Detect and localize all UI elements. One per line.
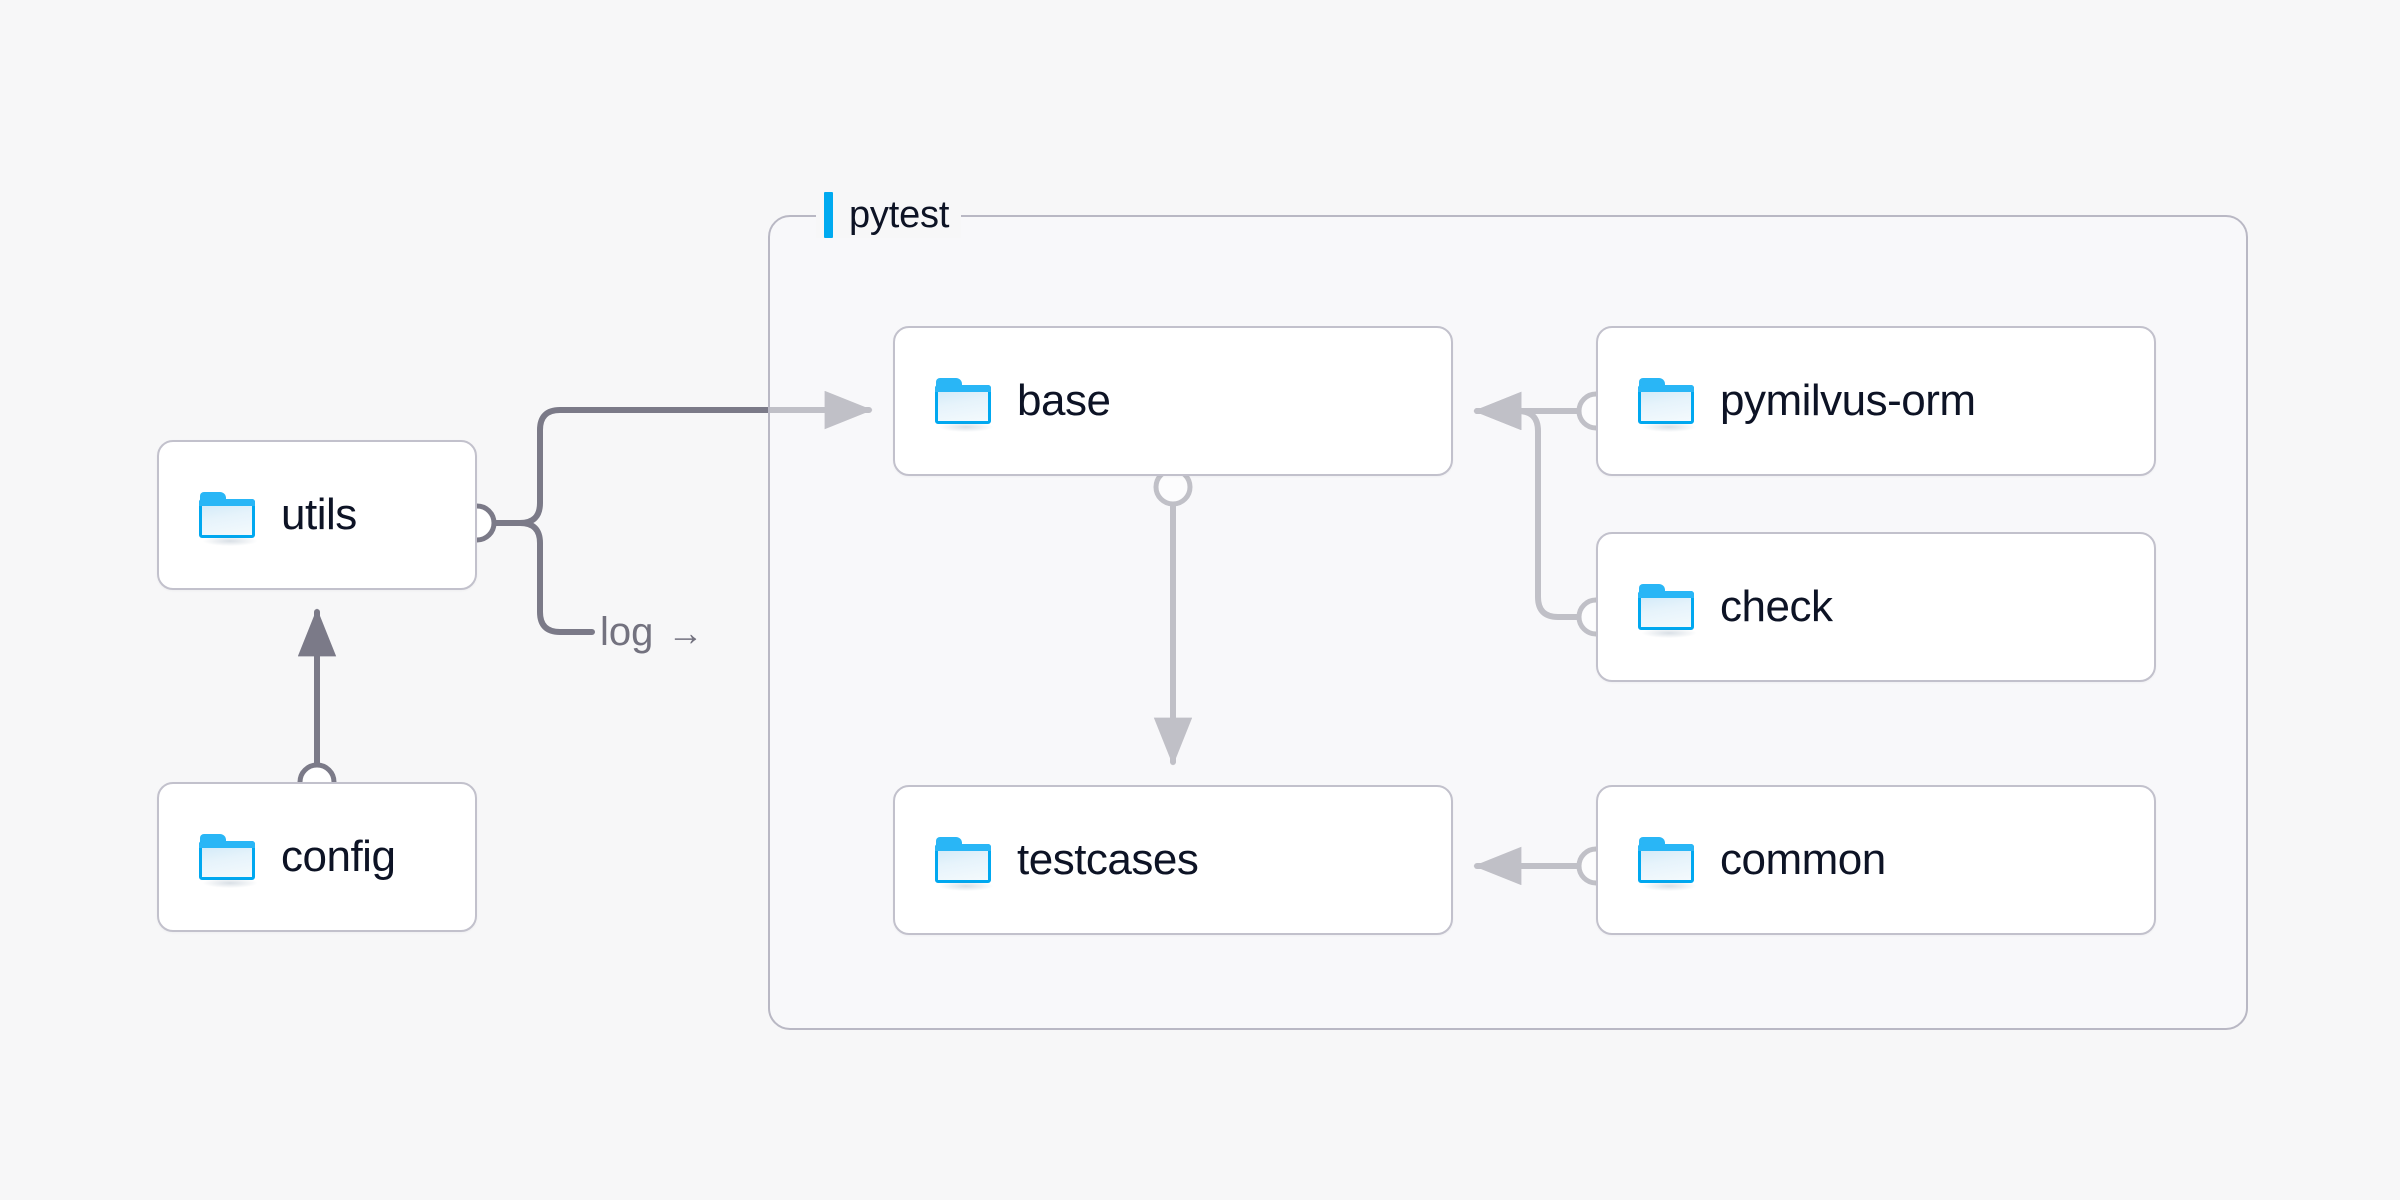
- folder-icon: [1638, 584, 1696, 638]
- node-check-label: check: [1720, 582, 1833, 631]
- node-common-label: common: [1720, 835, 1886, 884]
- folder-icon: [935, 837, 993, 891]
- folder-icon: [935, 378, 993, 432]
- arrow-right-icon: →: [667, 611, 704, 653]
- node-common[interactable]: common: [1596, 785, 2156, 935]
- folder-icon: [199, 834, 257, 888]
- group-label-text: pytest: [849, 194, 950, 236]
- folder-icon: [1638, 837, 1696, 891]
- folder-icon: [1638, 378, 1696, 432]
- node-testcases-label: testcases: [1017, 835, 1199, 884]
- group-pytest-label: pytest: [816, 192, 962, 238]
- node-utils[interactable]: utils: [157, 440, 477, 590]
- node-config-label: config: [281, 832, 396, 881]
- edge-label-log-text: log: [600, 610, 654, 654]
- node-base[interactable]: base: [893, 326, 1453, 476]
- node-check[interactable]: check: [1596, 532, 2156, 682]
- node-pymilvus-orm-label: pymilvus-orm: [1720, 376, 1976, 425]
- node-config[interactable]: config: [157, 782, 477, 932]
- node-testcases[interactable]: testcases: [893, 785, 1453, 935]
- edge-label-log: log →: [600, 610, 703, 655]
- node-base-label: base: [1017, 376, 1111, 425]
- group-accent-bar: [824, 192, 833, 238]
- node-utils-label: utils: [281, 490, 357, 539]
- folder-icon: [199, 492, 257, 546]
- edge-utils-to-log: [474, 520, 595, 635]
- node-pymilvus-orm[interactable]: pymilvus-orm: [1596, 326, 2156, 476]
